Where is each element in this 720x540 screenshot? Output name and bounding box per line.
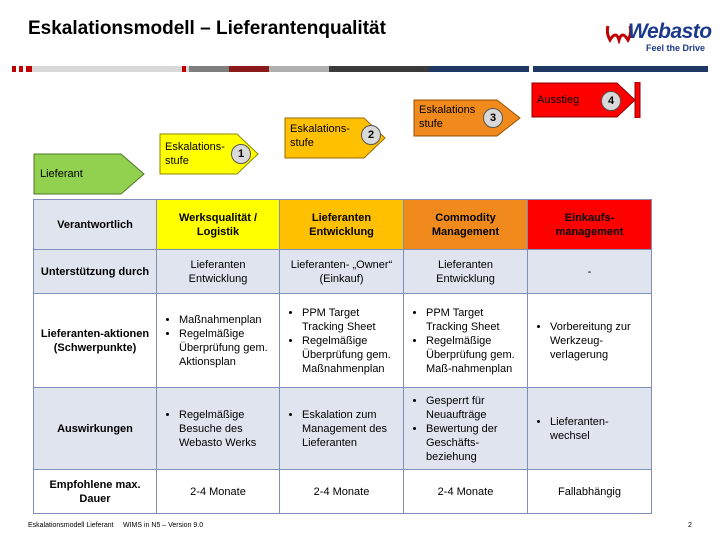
table-cell: 2-4 Monate xyxy=(403,469,528,514)
arrow-stufe-3: Eskalations stufe 3 xyxy=(413,99,521,137)
table-row-support: Unterstützung durch Lieferanten Entwickl… xyxy=(33,249,652,294)
list-item: Gesperrt für Neuaufträge xyxy=(426,394,523,422)
bullet-list: Vorbereitung zur Werkzeug-verlagerung xyxy=(532,320,647,362)
table-cell: - xyxy=(527,249,652,294)
stripe-segment xyxy=(26,66,32,72)
table-cell: 2-4 Monate xyxy=(156,469,280,514)
list-item: Maßnahmenplan xyxy=(179,313,275,327)
footer-page-number: 2 xyxy=(688,522,692,529)
list-item: Vorbereitung zur Werkzeug-verlagerung xyxy=(550,320,647,362)
table-cell: Fallabhängig xyxy=(527,469,652,514)
header-einkaufsmanagement: Einkaufs-management xyxy=(527,199,652,250)
header-werksqualitaet: Werksqualität / Logistik xyxy=(156,199,280,250)
stripe-segment xyxy=(16,66,19,72)
footer-left: Eskalationsmodell Lieferant xyxy=(28,522,114,529)
arrow-ausstieg: Ausstieg 4 xyxy=(531,82,645,118)
page-title: Eskalationsmodell – Lieferantenqualität xyxy=(28,18,386,39)
table-cell: Gesperrt für NeuaufträgeBewertung der Ge… xyxy=(403,387,528,470)
row-support-label: Unterstützung durch xyxy=(33,249,157,294)
table-cell: MaßnahmenplanRegelmäßige Überprüfung gem… xyxy=(156,293,280,388)
list-item: Regelmäßige Besuche des Webasto Werks xyxy=(179,408,275,450)
table-cell: Lieferanten Entwicklung xyxy=(156,249,280,294)
bullet-list: Eskalation zum Management des Lieferante… xyxy=(284,408,399,450)
bullet-list: Lieferanten-wechsel xyxy=(532,415,647,443)
stufe-2-badge: 2 xyxy=(361,125,381,145)
list-item: PPM Target Tracking Sheet xyxy=(426,306,523,334)
arrow-stufe-2: Eskalations- stufe 2 xyxy=(284,117,386,159)
arrow-stufe-2-label: Eskalations- stufe xyxy=(290,123,350,149)
table-cell: Regelmäßige Besuche des Webasto Werks xyxy=(156,387,280,470)
arrow-lieferant-label: Lieferant xyxy=(40,168,83,180)
list-item: Bewertung der Geschäfts-beziehung xyxy=(426,422,523,464)
bullet-list: MaßnahmenplanRegelmäßige Überprüfung gem… xyxy=(161,313,275,369)
webasto-logo-icon xyxy=(606,25,632,44)
logo-tagline: Feel the Drive xyxy=(646,43,706,53)
table-cell: PPM Target Tracking SheetRegelmäßige Übe… xyxy=(279,293,404,388)
stripe-segment xyxy=(229,66,269,72)
table-cell: Vorbereitung zur Werkzeug-verlagerung xyxy=(527,293,652,388)
list-item: Lieferanten-wechsel xyxy=(550,415,647,443)
row-actions-label: Lieferanten-aktionen (Schwerpunkte) xyxy=(33,293,157,388)
stripe-segment xyxy=(269,66,329,72)
table-cell: Lieferanten- „Owner“ (Einkauf) xyxy=(279,249,404,294)
bullet-list: Regelmäßige Besuche des Webasto Werks xyxy=(161,408,275,450)
stripe-segment xyxy=(32,66,182,72)
table-cell: Eskalation zum Management des Lieferante… xyxy=(279,387,404,470)
list-item: Regelmäßige Überprüfung gem. Aktionsplan xyxy=(179,327,275,369)
table-cell: Lieferanten Entwicklung xyxy=(403,249,528,294)
table-cell: Lieferanten-wechsel xyxy=(527,387,652,470)
stripe-segment xyxy=(533,66,708,72)
header-commodity-management: Commodity Management xyxy=(403,199,528,250)
arrow-stufe-1: Eskalations- stufe 1 xyxy=(159,133,259,175)
stripe-segment xyxy=(186,66,189,72)
stripe-segment xyxy=(429,66,529,72)
table-header-row: Verantwortlich Werksqualität / Logistik … xyxy=(33,199,652,250)
arrow-lieferant: Lieferant xyxy=(33,153,145,195)
bullet-list: Gesperrt für NeuaufträgeBewertung der Ge… xyxy=(408,394,523,464)
table-row-effects: Auswirkungen Regelmäßige Besuche des Web… xyxy=(33,387,652,470)
bullet-list: PPM Target Tracking SheetRegelmäßige Übe… xyxy=(284,306,399,376)
stripe-segment xyxy=(12,66,16,72)
table-row-actions: Lieferanten-aktionen (Schwerpunkte) Maßn… xyxy=(33,293,652,388)
logo-wordmark: Webasto xyxy=(628,20,712,43)
list-item: Regelmäßige Überprüfung gem. Maßnahmenpl… xyxy=(302,334,399,376)
ausstieg-badge: 4 xyxy=(601,91,621,111)
stripe-segment xyxy=(329,66,429,72)
stufe-1-badge: 1 xyxy=(231,144,251,164)
row-effects-label: Auswirkungen xyxy=(33,387,157,470)
stripe-segment xyxy=(19,66,23,72)
webasto-logo: Webasto Feel the Drive xyxy=(606,18,712,54)
header-responsible: Verantwortlich xyxy=(33,199,157,250)
stripe-segment xyxy=(182,66,186,72)
stripe-segment xyxy=(23,66,26,72)
list-item: Regelmäßige Überprüfung gem. Maß-nahmenp… xyxy=(426,334,523,376)
table-cell: PPM Target Tracking SheetRegelmäßige Übe… xyxy=(403,293,528,388)
header-stripe xyxy=(12,66,708,72)
table-cell: 2-4 Monate xyxy=(279,469,404,514)
table-row-duration: Empfohlene max. Dauer 2-4 Monate 2-4 Mon… xyxy=(33,469,652,514)
bullet-list: PPM Target Tracking SheetRegelmäßige Übe… xyxy=(408,306,523,376)
stripe-segment xyxy=(529,66,533,72)
list-item: PPM Target Tracking Sheet xyxy=(302,306,399,334)
row-duration-label: Empfohlene max. Dauer xyxy=(33,469,157,514)
arrow-stufe-3-label: Eskalations stufe xyxy=(419,104,476,130)
arrow-stufe-1-label: Eskalations- stufe xyxy=(165,141,225,167)
footer-version: WIMS in N5 – Version 9.0 xyxy=(123,522,204,529)
stripe-segment xyxy=(189,66,229,72)
stufe-3-badge: 3 xyxy=(483,108,503,128)
header-lieferanten-entwicklung: Lieferanten Entwicklung xyxy=(279,199,404,250)
list-item: Eskalation zum Management des Lieferante… xyxy=(302,408,399,450)
escalation-table: Verantwortlich Werksqualität / Logistik … xyxy=(33,199,652,514)
arrow-ausstieg-label: Ausstieg xyxy=(537,94,580,106)
